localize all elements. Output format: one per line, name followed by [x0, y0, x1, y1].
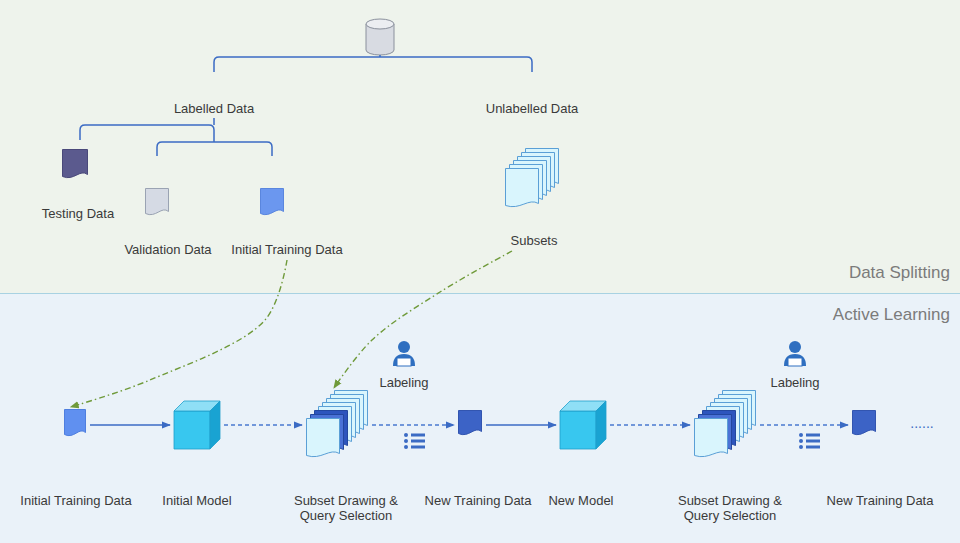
list-line: [411, 440, 425, 443]
model-cube-shape: [174, 401, 220, 449]
data-flow-arrow: [334, 251, 512, 388]
cube-side: [596, 401, 606, 449]
process-arrow: [372, 424, 454, 426]
stacked-page: [506, 169, 539, 207]
document-page: [853, 411, 876, 435]
database-icon: [366, 19, 394, 55]
process-arrow: [90, 424, 170, 426]
split-bracket: [214, 55, 532, 72]
list-icon: [404, 433, 425, 449]
document-icon: Initial Training Data: [64, 409, 86, 441]
document-icon-shape: [145, 188, 169, 220]
process-arrow: [224, 424, 302, 426]
node-label: Testing Data: [42, 206, 114, 221]
process-arrow: [760, 424, 848, 426]
laptop: [788, 358, 802, 366]
list-line: [806, 434, 820, 437]
list-icon: [799, 433, 820, 449]
subset-stack: Subset Drawing & Query Selection: [694, 390, 756, 460]
document-icon: Initial Training Data: [260, 188, 284, 220]
list-bullet: [404, 445, 408, 449]
subset-stack-shape: [306, 390, 368, 460]
list-bullet: [799, 433, 803, 437]
person-body: [784, 354, 806, 366]
active-learning-band: Active LearningInitial Training DataInit…: [0, 293, 960, 543]
continuation-dots: ......: [910, 416, 933, 431]
person-head: [789, 341, 801, 353]
group-label: Labelled Data: [174, 101, 254, 116]
document-icon: New Training Data: [458, 410, 482, 440]
node-label: Validation Data: [124, 242, 211, 257]
list-line: [411, 446, 425, 449]
document-page: [65, 410, 86, 436]
subset-stack: Subsets: [505, 148, 561, 212]
node-label: New Model: [548, 493, 613, 508]
database-top: [366, 19, 394, 29]
document-page: [63, 150, 88, 178]
process-arrow: [486, 424, 556, 426]
model-cube-shape: [560, 401, 606, 449]
list-bullet: [799, 439, 803, 443]
process-arrow: [610, 424, 690, 426]
node-label: New Training Data: [827, 493, 934, 508]
node-label: New Training Data: [425, 493, 532, 508]
person-head: [398, 341, 410, 353]
list-bullet: [404, 439, 408, 443]
document-page: [261, 189, 284, 215]
list-bullet: [404, 433, 408, 437]
person-body: [393, 354, 415, 366]
list-bullet: [799, 445, 803, 449]
document-icon-shape: [64, 409, 86, 441]
document-icon: Testing Data: [62, 149, 88, 183]
document-icon-shape: [852, 410, 876, 440]
cube-front: [174, 411, 210, 449]
node-label: Initial Training Data: [20, 493, 131, 508]
data-splitting-band: Data SplittingTesting DataValidation Dat…: [0, 0, 960, 293]
person-icon: [393, 341, 415, 366]
node-label: Subsets: [511, 233, 558, 248]
band-fill: [0, 293, 960, 543]
document-icon-shape: [458, 410, 482, 440]
document-page: [146, 189, 169, 215]
list-line: [806, 440, 820, 443]
node-label: Subset Drawing & Query Selection: [290, 493, 402, 523]
band-fill: [0, 0, 960, 293]
edge-label: Labeling: [770, 375, 819, 390]
stacked-page: [307, 419, 340, 457]
subset-stack: Subset Drawing & Query Selection: [306, 390, 368, 460]
band-divider: [0, 293, 960, 294]
document-page: [459, 411, 482, 435]
node-label: Subset Drawing & Query Selection: [674, 493, 786, 523]
document-icon: New Training Data: [852, 410, 876, 440]
model-cube: Initial Model: [174, 401, 220, 449]
group-label: Unlabelled Data: [486, 101, 579, 116]
document-icon-shape: [62, 149, 88, 183]
list-line: [806, 446, 820, 449]
edge-label: Labeling: [379, 375, 428, 390]
laptop: [397, 358, 411, 366]
subset-stack-shape: [505, 148, 561, 212]
stacked-page: [695, 419, 728, 457]
document-icon: Validation Data: [145, 188, 169, 220]
split-bracket: [80, 118, 272, 156]
list-line: [411, 434, 425, 437]
cube-front: [560, 411, 596, 449]
document-icon-shape: [260, 188, 284, 220]
person-icon: [784, 341, 806, 366]
node-label: Initial Model: [162, 493, 231, 508]
subset-stack-shape: [694, 390, 756, 460]
band-title: Data Splitting: [849, 263, 950, 283]
data-flow-arrow: [71, 260, 287, 407]
cube-side: [210, 401, 220, 449]
model-cube: New Model: [560, 401, 606, 449]
band-title: Active Learning: [833, 305, 950, 325]
node-label: Initial Training Data: [231, 242, 342, 257]
